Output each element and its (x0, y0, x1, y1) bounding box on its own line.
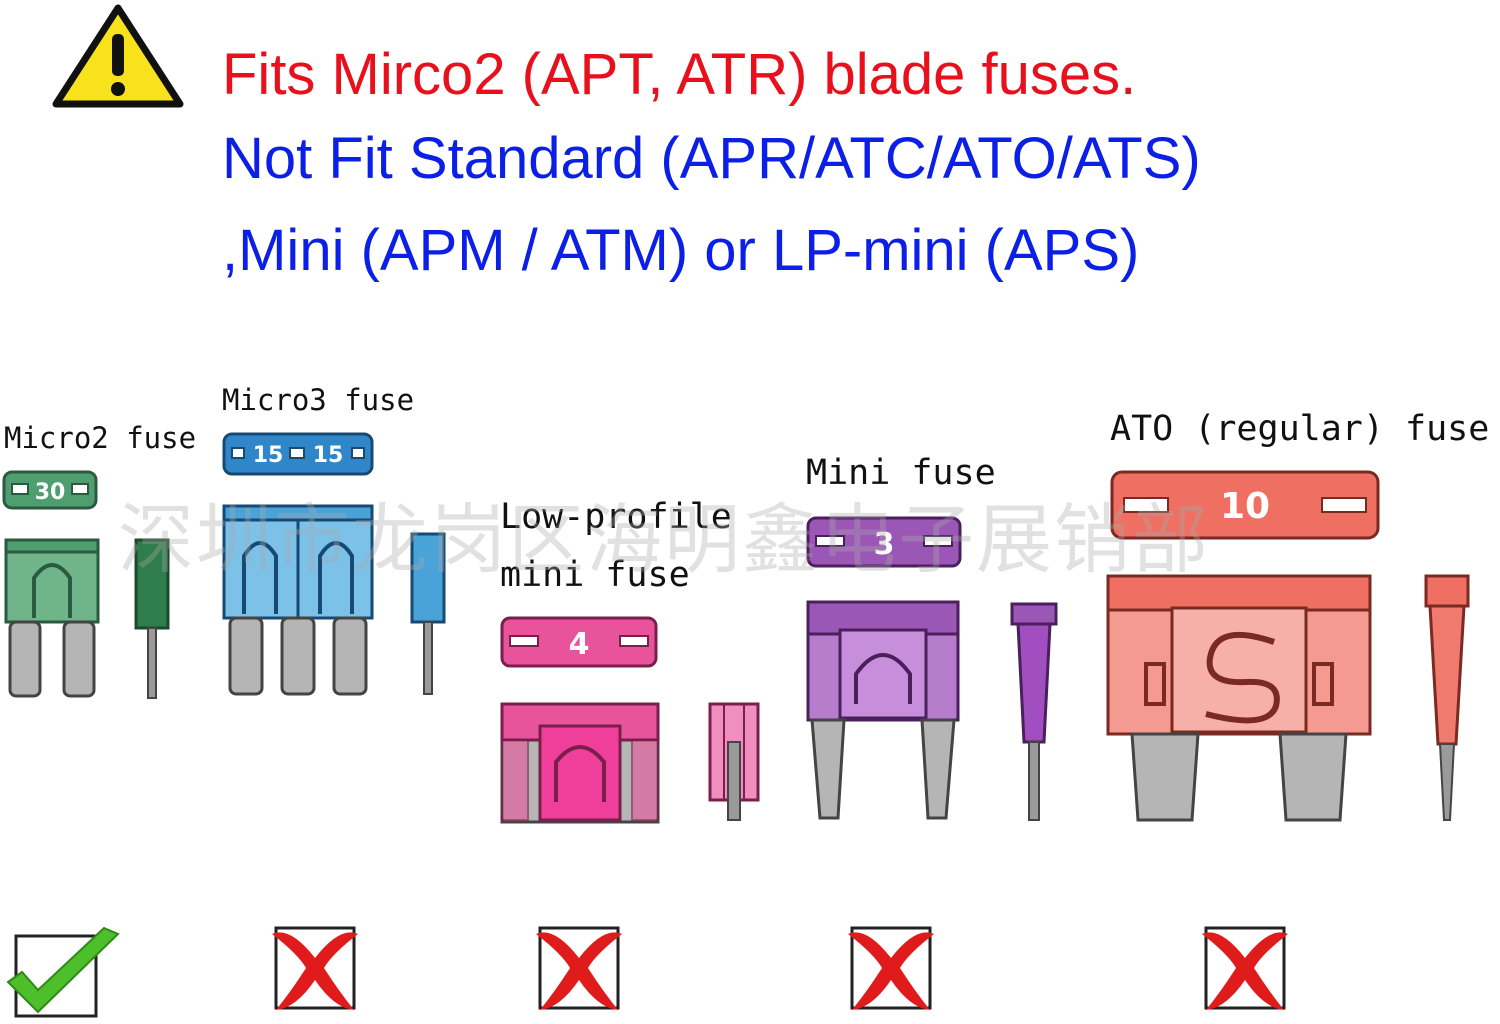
micro2-fuse-side-view (134, 538, 170, 699)
low-profile-fuse-front-view (500, 702, 660, 824)
low-profile-fuse-side-view (708, 702, 760, 821)
mini-fuse-rating: 3 (874, 527, 895, 562)
micro3-fuse-label: Micro3 fuse (222, 383, 415, 417)
ato-fuse-front-view (1106, 574, 1372, 822)
red-x-icon (536, 926, 622, 1010)
red-x-icon (1202, 926, 1288, 1010)
fits-statement: Fits Mirco2 (APT, ATR) blade fuses. (222, 42, 1137, 107)
mini-fuse-label: Mini fuse (806, 453, 996, 493)
micro2-fuse-label: Micro2 fuse (4, 421, 197, 455)
mini-fuse-front-view (806, 600, 960, 820)
mini-fuse-side-view (1010, 602, 1058, 821)
micro2-fuse-top-view: 30 (2, 470, 98, 510)
micro3-fuse-top-view: 15 15 (222, 432, 374, 476)
micro2-rating: 30 (35, 480, 66, 505)
low-profile-fuse-top-view: 4 (500, 616, 658, 668)
micro3-fuse-front-view (222, 504, 374, 696)
mini-fuse-top-view: 3 (806, 516, 962, 568)
micro2-fuse-front-view (4, 538, 100, 698)
ato-fuse-side-view (1424, 574, 1470, 821)
low-profile-rating: 4 (569, 627, 590, 662)
red-x-icon (272, 926, 358, 1010)
check-mark-icon (6, 926, 120, 1018)
not-fit-statement: Not Fit Standard (APR/ATC/ATO/ATS) (222, 126, 1201, 191)
red-x-icon (848, 926, 934, 1010)
ato-fuse-top-view: 10 (1110, 470, 1380, 540)
micro3-rating-right: 15 (313, 443, 344, 468)
ato-fuse-label: ATO (regular) fuse (1110, 409, 1490, 449)
not-fit-statement-continued: ,Mini (APM / ATM) or LP-mini (APS) (222, 218, 1140, 283)
micro3-rating-left: 15 (253, 443, 284, 468)
micro3-fuse-side-view (410, 532, 446, 695)
ato-fuse-rating: 10 (1220, 486, 1270, 527)
warning-triangle-icon (52, 4, 184, 108)
low-profile-fuse-label-line2: mini fuse (500, 555, 690, 595)
low-profile-fuse-label: Low-profile (500, 497, 732, 537)
